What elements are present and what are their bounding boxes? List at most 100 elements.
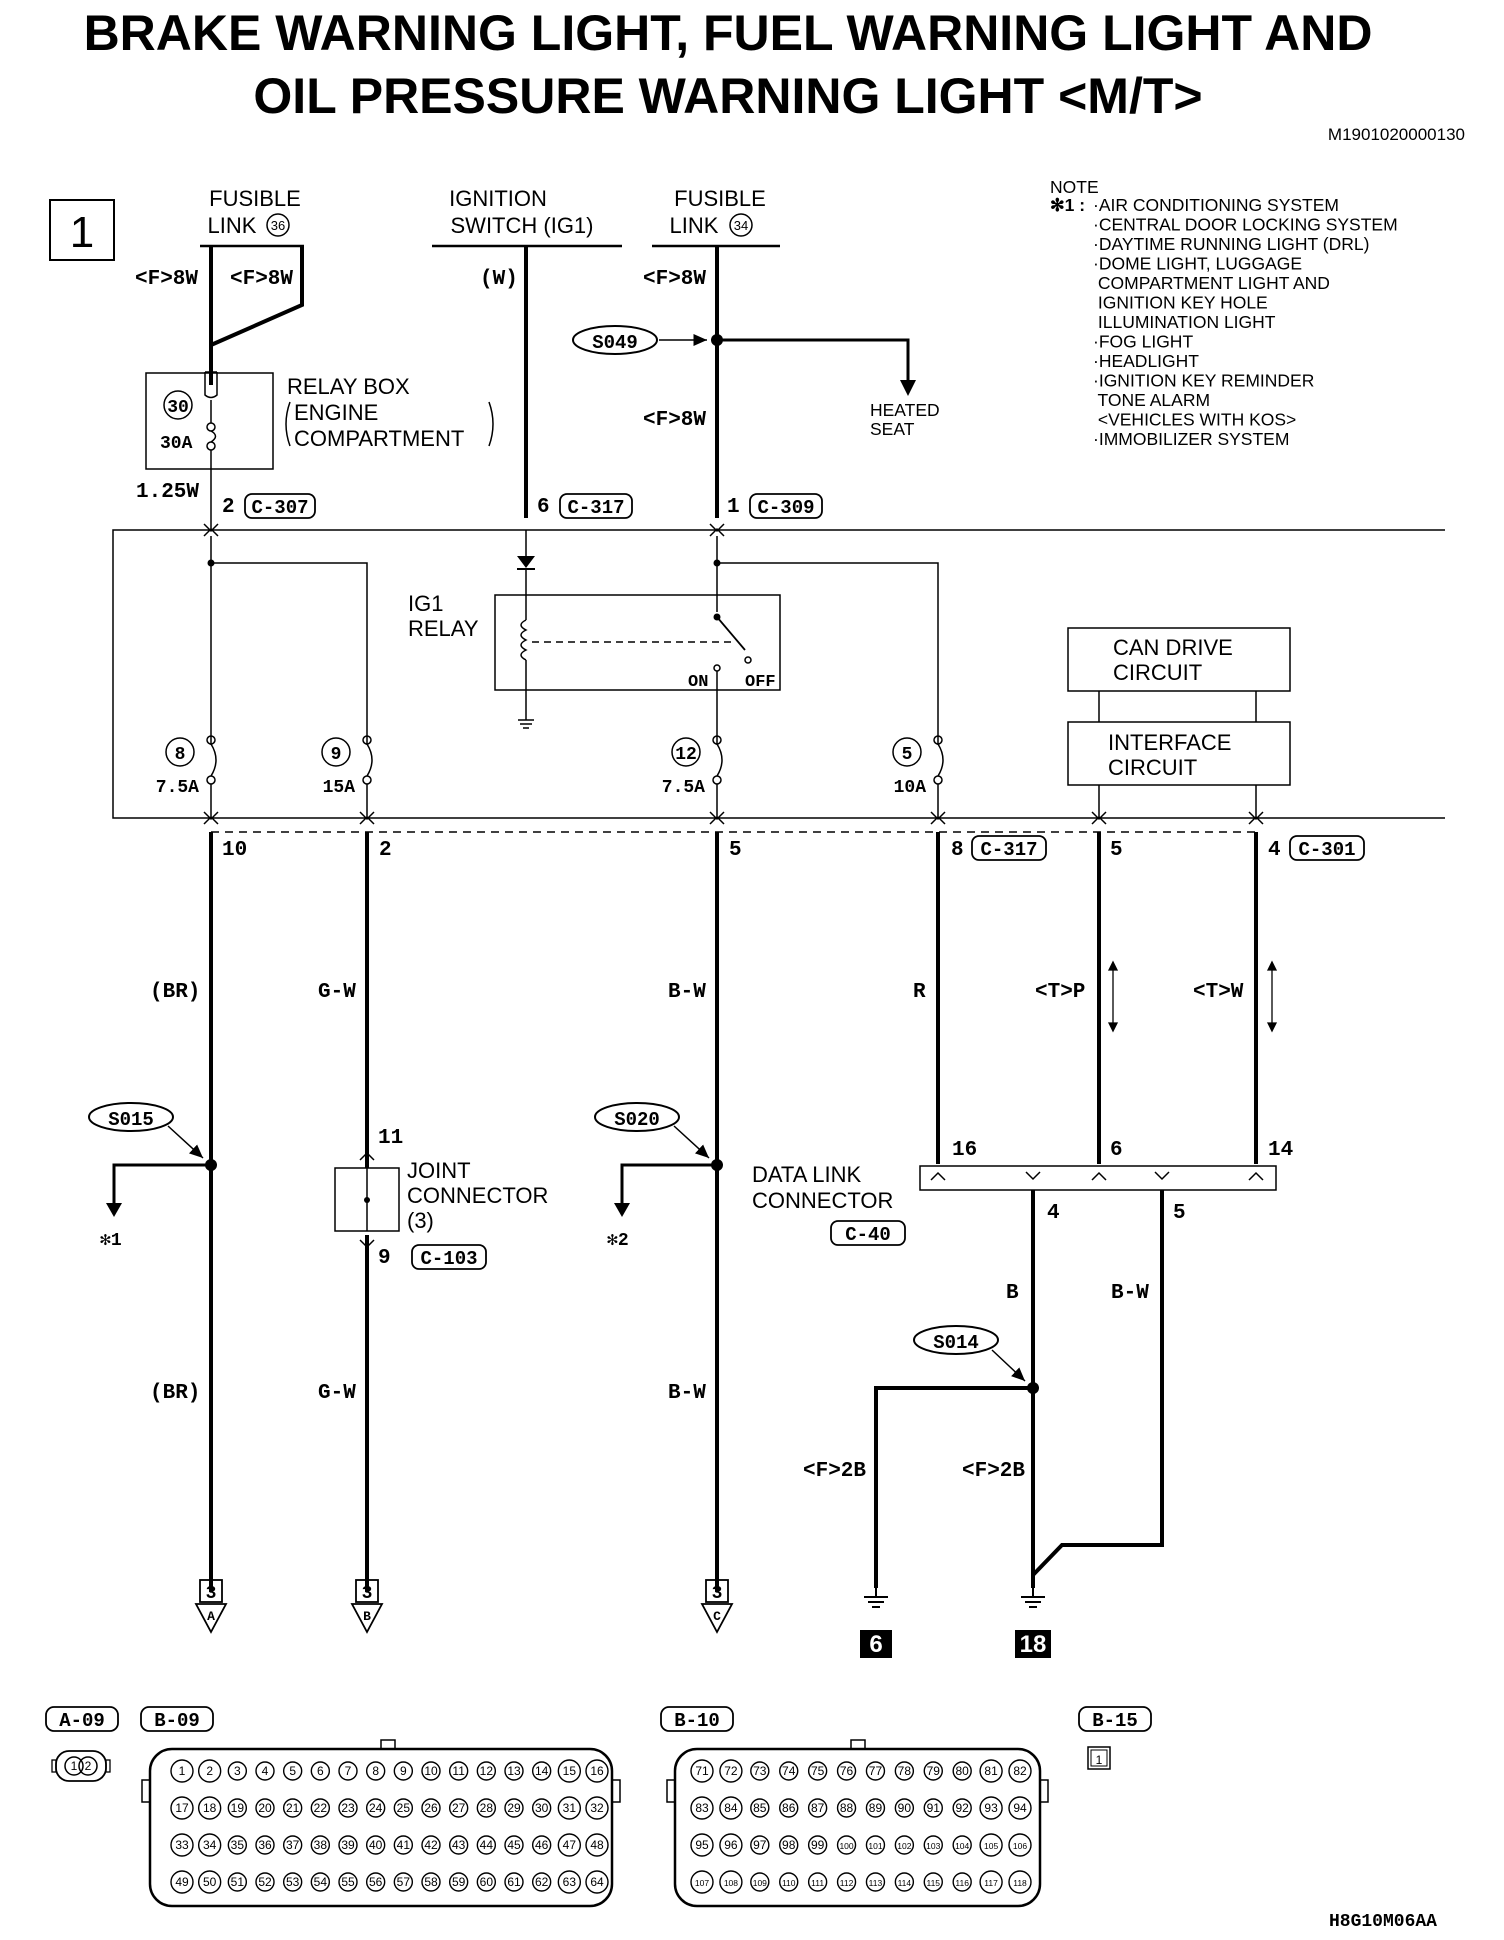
relay-box-fuse-frame [145,372,274,470]
b09-pin [227,1761,248,1781]
pin-4: 4 [1268,839,1281,862]
wire-label-w: (W) [480,268,518,291]
b09-pin [393,1761,414,1781]
connector-tags: A-09 B-09 B-10 B-15 1 [45,1706,1152,1770]
b10-pin [779,1835,799,1855]
b09-pin-label: 20 [258,1801,272,1815]
b09-pin [421,1872,441,1892]
b09-pin-label: 14 [535,1764,549,1778]
b09-pin-label: 17 [175,1801,189,1815]
joint-label-2: CONNECTOR [407,1183,548,1208]
fusible-link-34: FUSIBLE LINK 34 [652,186,780,248]
note-item: ·AIR CONDITIONING SYSTEM [1093,195,1339,215]
b09-pin [421,1761,441,1781]
b10-pin-label: 113 [869,1878,883,1888]
wire-fusible36-b [210,246,304,347]
b09-pin [585,1833,609,1857]
splice-tag-s049 [572,325,658,355]
b09-pin-label: 52 [258,1875,272,1889]
c301-name: C-301 [1298,839,1355,861]
b09-pin-label: 57 [397,1875,411,1889]
b10-pin [750,1835,770,1855]
b10-pin [690,1759,714,1783]
fuse-number: 5 [902,745,913,765]
data-link-connector: 16 6 14 DATA LINK CONNECTOR C-40 4 5 [752,1139,1293,1246]
b09-pin [197,1759,222,1783]
b10-pin [836,1835,857,1855]
b10-pin-label: 118 [1013,1878,1027,1888]
b09-pin-label: 13 [507,1764,521,1778]
fuse-number: 9 [331,745,342,765]
connector-c307: 2 C-307 [222,493,316,519]
b09-pin-label: 42 [424,1838,438,1852]
terminal-b: 3B [350,1579,384,1634]
ignition-line2: SWITCH (IG1) [451,213,594,238]
wire-label-br-lower: (BR) [150,1382,200,1405]
b09-pin [476,1872,497,1892]
note-item: ·CENTRAL DOOR LOCKING SYSTEM [1093,215,1398,235]
note-item: ·FOG LIGHT [1093,332,1193,352]
c317-top-pin: 6 [537,496,550,519]
b10-pin-label: 82 [1013,1764,1027,1778]
b09-pin-label: 43 [452,1838,466,1852]
wire-label-f8w-mid: <F>8W [230,268,293,291]
b09-pin [585,1796,609,1820]
b10-pin [1008,1759,1032,1783]
c307-name: C-307 [251,497,308,519]
splice-label-s049: S049 [592,332,638,354]
b10-pin [894,1798,915,1818]
b10-pin [894,1872,915,1892]
note-item: ·HEADLIGHT [1093,351,1199,371]
b10-pin [923,1798,943,1818]
b09-pin [476,1798,497,1818]
b09-pin [338,1798,358,1818]
b10-pin-label: 107 [695,1878,709,1888]
c309-pin: 1 [727,496,740,519]
ig1-relay-label-2: RELAY [408,616,479,641]
ig1-relay-label-1: IG1 [408,591,443,616]
b09-pin-label: 44 [480,1838,494,1852]
a09-pin-1: 1 [71,1759,78,1773]
b10-pin-label: 102 [897,1841,911,1851]
b09-pin-label: 3 [234,1764,241,1778]
b10-pin [750,1872,770,1892]
b09-pin-label: 22 [314,1801,328,1815]
terminal-c: 3C [700,1579,734,1634]
b09-pin-label: 35 [231,1838,245,1852]
relay-fuse-number-circle [163,390,193,420]
pin-10: 10 [222,839,247,862]
b09-pin [227,1872,248,1892]
b10-pin-label: 88 [840,1801,854,1815]
b10-pin-label: 80 [956,1764,970,1778]
relay-box-label-2: ENGINE [294,400,378,425]
b09-pin-label: 25 [397,1801,411,1815]
b09-pin [282,1835,303,1855]
b10-pin-label: 103 [926,1841,940,1851]
fusible34-line2: LINK [670,213,719,238]
b10-pin-label: 73 [753,1764,767,1778]
b09-pin [448,1761,469,1781]
b09-pin [197,1833,222,1857]
b10-pin [952,1835,972,1855]
fusible-link-36: FUSIBLE LINK 36 [200,186,304,248]
b10-pin-label: 77 [869,1764,883,1778]
dlc-pin-4: 4 [1047,1202,1060,1225]
splice-label-s014: S014 [933,1332,979,1354]
wire-label-f8w-left: <F>8W [135,268,198,291]
b10-pin [807,1761,828,1781]
b09-pin [585,1870,609,1894]
wire-bw-ground [1031,1190,1164,1577]
heated-seat-arrow [900,380,916,396]
b09-pin [282,1798,303,1818]
wire-label-tp: <T>P [1035,981,1085,1004]
wire-label-125w: 1.25W [136,481,199,504]
wire-label-bw-ground: B-W [1111,1282,1149,1305]
ig1-relay-off: OFF [745,673,776,692]
relay-fuse-number: 30 [167,398,189,418]
wire-heated-seat [717,338,910,382]
joint-label-1: JOINT [407,1158,471,1183]
b10-pin [719,1870,743,1894]
b10-pin-label: 116 [955,1878,969,1888]
